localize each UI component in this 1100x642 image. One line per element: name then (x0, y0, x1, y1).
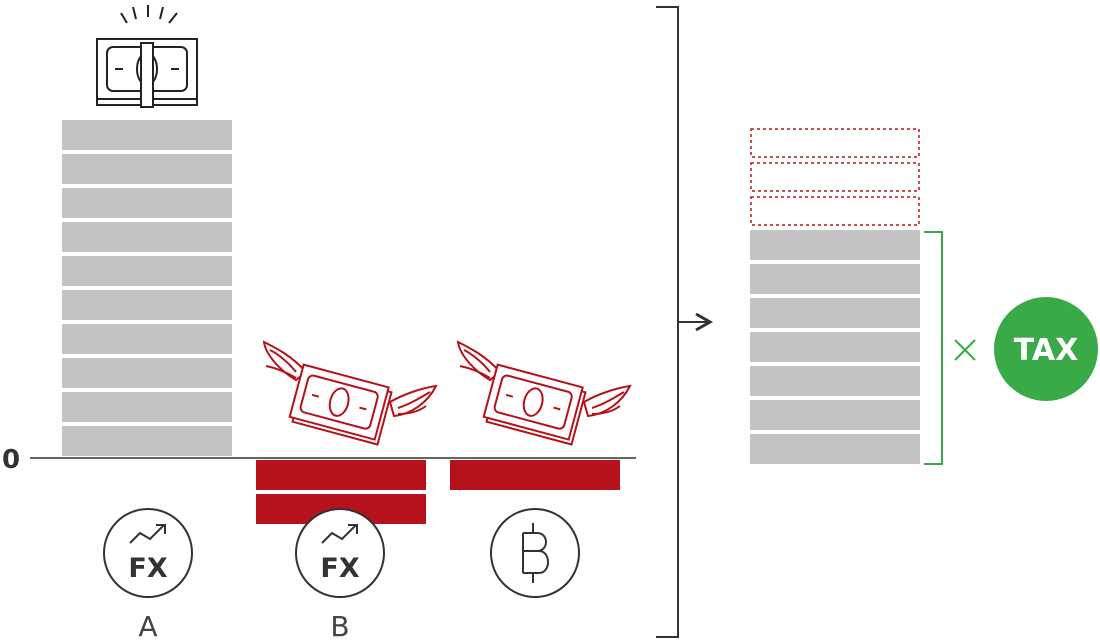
gain-block (62, 154, 232, 184)
taxable-block (750, 298, 920, 328)
fx-icon-text: FX (320, 553, 359, 584)
flying-money-icon (456, 340, 632, 446)
gain-block (62, 426, 232, 456)
loss-block (450, 460, 620, 490)
offset-block (750, 128, 920, 158)
account-c-loss-bar (450, 460, 620, 490)
multiply-icon (954, 339, 976, 361)
gain-block (62, 358, 232, 388)
taxable-blocks (750, 230, 920, 464)
summary-bracket (656, 6, 679, 638)
gain-block (62, 222, 232, 252)
gain-block (62, 324, 232, 354)
flying-money-icon (262, 340, 438, 446)
account-a-label: A (138, 610, 157, 642)
offset-dashed-blocks (750, 128, 920, 226)
gain-block (62, 188, 232, 218)
taxable-block (750, 366, 920, 396)
fx-icon-text: FX (128, 553, 167, 584)
taxable-block (750, 400, 920, 430)
zero-label: 0 (2, 445, 20, 475)
taxable-block (750, 230, 920, 260)
fx-trend-icon: FX (103, 508, 193, 598)
gain-block (62, 256, 232, 286)
taxable-block (750, 434, 920, 464)
gain-block (62, 290, 232, 320)
loss-block (256, 460, 426, 490)
account-a-gain-bar (62, 120, 232, 456)
taxable-block (750, 332, 920, 362)
offset-block (750, 162, 920, 192)
money-bill-sparkle-icon (96, 5, 198, 108)
gain-block (62, 120, 232, 150)
offset-block (750, 196, 920, 226)
taxable-bracket (924, 231, 943, 465)
gain-block (62, 392, 232, 422)
account-b-label: B (330, 610, 349, 642)
tax-badge (994, 297, 1098, 401)
taxable-block (750, 264, 920, 294)
fx-trend-icon: FX (295, 508, 385, 598)
bitcoin-icon (490, 508, 580, 598)
tax-badge-label: TAX (1014, 333, 1078, 368)
